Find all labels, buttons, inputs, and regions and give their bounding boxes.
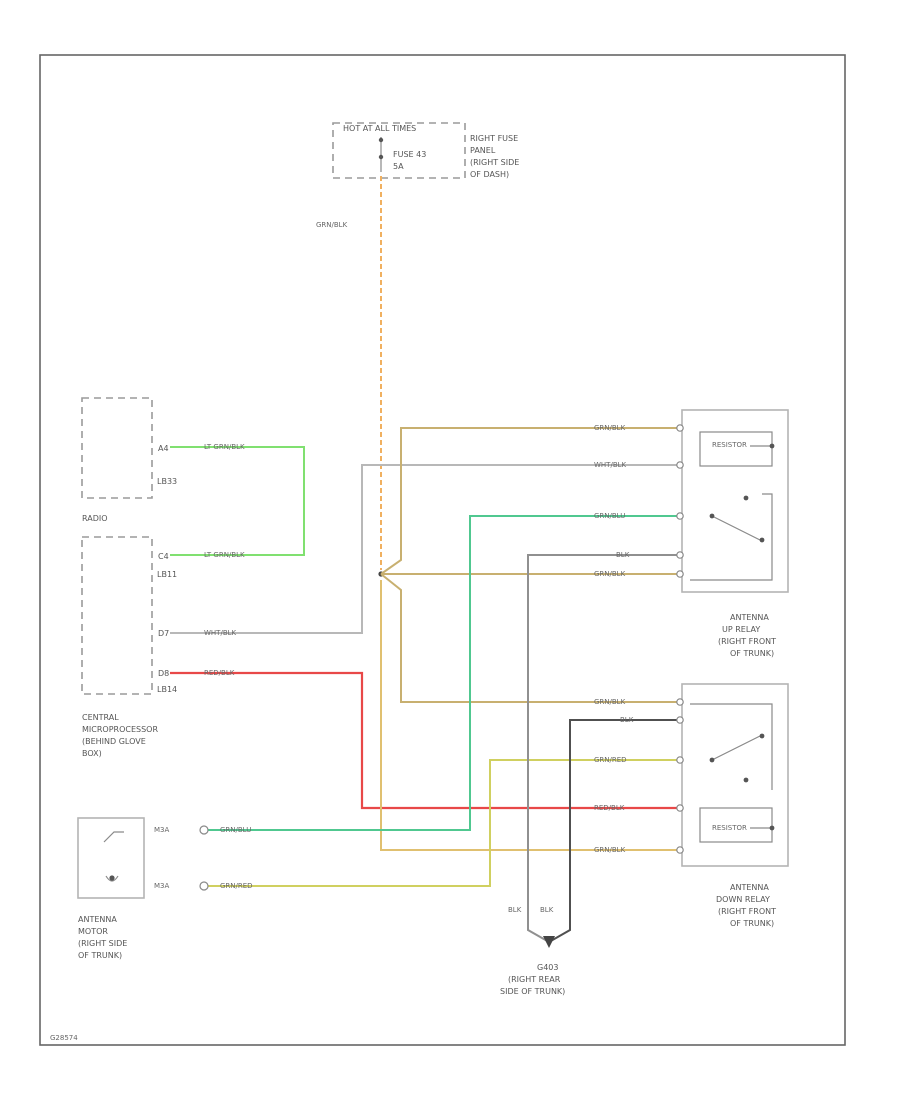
fuse-block: HOT AT ALL TIMES FUSE 43 5A RIGHT FUSE P… (332, 122, 519, 179)
up-relay-wire-labels: GRN/BLK WHT/BLK GRN/BLU BLK GRN/BLK (594, 424, 630, 578)
fuse-location-3: (RIGHT SIDE (470, 158, 519, 167)
cem-pin-d8: D8 (158, 669, 169, 678)
feed-splice (378, 427, 678, 851)
up-wire-3-label: GRN/BLU (594, 512, 625, 520)
motor-grn-blu-wire: GRN/BLU (208, 515, 678, 834)
up-wire-1-label: GRN/BLK (594, 424, 626, 432)
ground-wire-left-label: BLK (508, 906, 522, 914)
motor-location-4: OF TRUNK) (78, 951, 122, 960)
relay-terminals (676, 424, 684, 854)
down-relay-location-3: (RIGHT FRONT (718, 907, 776, 916)
motor-location-3: (RIGHT SIDE (78, 939, 127, 948)
cem-upper-wire-label: WHT/BLK (204, 629, 237, 637)
fuse-block-title: HOT AT ALL TIMES (343, 124, 416, 133)
motor-wire-2-label: GRN/RED (220, 882, 253, 890)
up-relay: RESISTOR ANTENNA UP RELAY (RIGHT FRONT O… (681, 409, 789, 658)
radio-connector-upper: LB33 (157, 477, 177, 486)
cem-location-3: (BEHIND GLOVE (82, 737, 146, 746)
motor-grn-red-wire: GRN/RED (208, 759, 678, 890)
motor-pin-2: M3A (154, 882, 169, 890)
ground-location-1: (RIGHT REAR (508, 975, 561, 984)
down-relay-location-1: ANTENNA (730, 883, 769, 892)
radio-connector-lower: LB11 (157, 570, 177, 579)
ground-wires: BLK BLK G403 (RIGHT REAR SIDE OF TRUNK) (500, 554, 678, 996)
down-wire-5-label: GRN/BLK (594, 846, 626, 854)
down-wire-3-label: GRN/RED (594, 756, 627, 764)
feed-wire-label: GRN/BLK (316, 221, 348, 229)
cem-wht-wire: WHT/BLK (170, 464, 678, 637)
motor-location-2: MOTOR (78, 927, 108, 936)
ground-name: G403 (537, 963, 558, 972)
up-wire-5-label: GRN/BLK (594, 570, 626, 578)
ground-wire-right-label: BLK (540, 906, 554, 914)
up-relay-location-1: ANTENNA (730, 613, 769, 622)
fuse-location-1: RIGHT FUSE (470, 134, 518, 143)
cem-lower-wire-label: RED/BLK (204, 669, 235, 677)
up-relay-coil: RESISTOR (712, 441, 747, 449)
diagram-frame (39, 54, 846, 1046)
up-relay-location-2: UP RELAY (722, 625, 760, 634)
fuse-location-4: OF DASH) (470, 170, 509, 179)
radio-jumper-wire: LT GRN/BLK LT GRN/BLK (170, 443, 305, 559)
down-relay-wire-labels: GRN/BLK BLK GRN/RED RED/BLK GRN/BLK (594, 698, 634, 854)
down-relay-coil: RESISTOR (712, 824, 747, 832)
up-relay-location-3: (RIGHT FRONT (718, 637, 776, 646)
up-wire-4-label: BLK (616, 551, 630, 559)
motor-pin-1: M3A (154, 826, 169, 834)
radio-pin-c4: C4 (158, 552, 169, 561)
cem-location-2: MICROPROCESSOR (82, 725, 158, 734)
radio-upper-wire-label: LT GRN/BLK (204, 443, 245, 451)
radio-module: RADIO LB33 LB11 A4 C4 D7 D8 LB14 CENTRAL… (81, 397, 177, 758)
down-wire-4-label: RED/BLK (594, 804, 625, 812)
down-relay-location-4: OF TRUNK) (730, 919, 774, 928)
down-relay-location-2: DOWN RELAY (716, 895, 770, 904)
ground-location-2: SIDE OF TRUNK) (500, 987, 565, 996)
feed-wire: GRN/BLK (316, 176, 382, 570)
motor-wire-1-label: GRN/BLU (220, 826, 251, 834)
fuse-rating: 5A (393, 162, 404, 171)
down-wire-1-label: GRN/BLK (594, 698, 626, 706)
cem-connector: LB14 (157, 685, 177, 694)
cem-red-wire: RED/BLK (170, 669, 678, 810)
radio-pin-a4: A4 (158, 444, 169, 453)
fuse-location-2: PANEL (470, 146, 496, 155)
down-relay: RESISTOR ANTENNA DOWN RELAY (RIGHT FRONT… (681, 683, 789, 928)
fuse-label: FUSE 43 (393, 150, 426, 159)
cem-location-4: BOX) (82, 749, 102, 758)
radio-label: RADIO (82, 514, 108, 523)
up-wire-2-label: WHT/BLK (594, 461, 627, 469)
cem-location-1: CENTRAL (82, 713, 119, 722)
up-relay-location-4: OF TRUNK) (730, 649, 774, 658)
motor-location-1: ANTENNA (78, 915, 117, 924)
footer-code: G28574 (50, 1034, 78, 1042)
radio-lower-wire-label: LT GRN/BLK (204, 551, 245, 559)
down-wire-2-label: BLK (620, 716, 634, 724)
antenna-motor: M3A M3A ANTENNA MOTOR (RIGHT SIDE OF TRU… (77, 817, 209, 960)
cem-pin-d7: D7 (158, 629, 169, 638)
